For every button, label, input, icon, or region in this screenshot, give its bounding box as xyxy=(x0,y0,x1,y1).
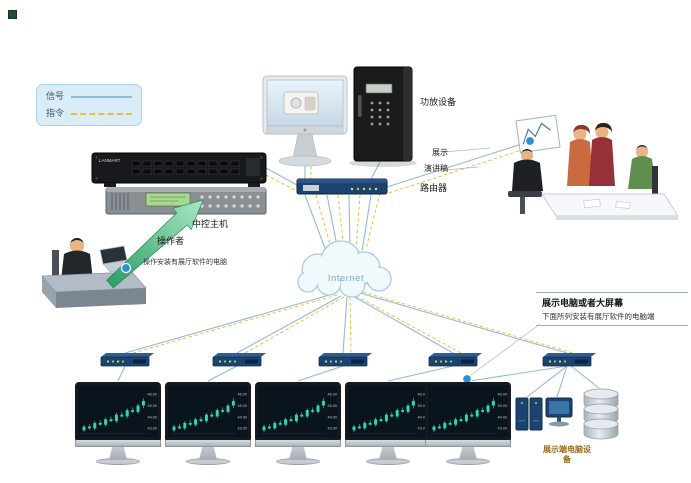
legend-command-label: 指令 xyxy=(46,108,65,118)
svg-text:43.00: 43.00 xyxy=(148,426,157,431)
display-label: 展示 xyxy=(432,148,448,157)
central-host-label: 中控主机 xyxy=(192,219,229,229)
monitor-screen: 46.00 45.00 44.00 43.00 xyxy=(75,382,161,440)
command-arrow xyxy=(106,199,204,289)
annotation-note: 下面所列安装有展厅软件的电脑端 xyxy=(542,312,655,321)
svg-text:44.00: 44.00 xyxy=(498,414,507,419)
svg-text:45.00: 45.00 xyxy=(418,403,427,408)
network-switch-1 xyxy=(100,352,155,367)
central-control-rack: LANMART xyxy=(91,152,267,215)
candlestick-chart: 46.00 45.00 44.00 43.00 xyxy=(431,391,507,435)
amplifier-label: 功放设备 xyxy=(420,97,457,107)
svg-text:44.00: 44.00 xyxy=(328,414,337,419)
monitor-chin xyxy=(345,440,431,447)
legend-signal-row: 信号 xyxy=(46,92,132,101)
monitor-chin xyxy=(425,440,511,447)
router-label: 路由器 xyxy=(420,183,448,193)
terminal-devices-label: 展示端电脑设备 xyxy=(543,445,591,465)
database-stack xyxy=(583,388,619,440)
network-switch-4 xyxy=(428,352,483,367)
connection-dot-operator xyxy=(120,262,132,274)
display-monitor-4: 46.00 45.00 44.00 43.00 xyxy=(345,382,431,480)
svg-text:44.00: 44.00 xyxy=(148,414,157,419)
svg-text:43.00: 43.00 xyxy=(418,426,427,431)
svg-text:46.00: 46.00 xyxy=(498,391,507,396)
presentation-computer xyxy=(262,75,348,167)
display-monitor-5: 46.00 45.00 44.00 43.00 xyxy=(425,382,511,480)
speech-label: 演讲稿 xyxy=(424,164,448,173)
svg-text:43.00: 43.00 xyxy=(328,426,337,431)
svg-text:44.00: 44.00 xyxy=(418,414,427,419)
svg-text:43.00: 43.00 xyxy=(238,426,247,431)
operator-note: 操作安装有展厅软件的电脑 xyxy=(143,259,227,266)
legend: 信号 指令 xyxy=(36,84,142,126)
monitor-stand xyxy=(109,447,127,460)
display-monitor-1: 46.00 45.00 44.00 43.00 xyxy=(75,382,161,480)
network-switch-3 xyxy=(318,352,373,367)
candlestick-chart: 46.00 45.00 44.00 43.00 xyxy=(351,391,427,435)
display-annotation: 展示电脑或者大屏幕 下面所列安装有展厅软件的电脑端 xyxy=(536,292,688,326)
amplifier-device xyxy=(349,66,417,167)
signal-wires xyxy=(117,141,600,398)
candlestick-chart: 46.00 45.00 44.00 43.00 xyxy=(81,391,157,435)
display-monitor-3: 46.00 45.00 44.00 43.00 xyxy=(255,382,341,480)
corner-mark xyxy=(8,10,17,19)
monitor-chin xyxy=(165,440,251,447)
monitor-stand xyxy=(459,447,477,460)
legend-command-row: 指令 xyxy=(46,109,132,118)
terminal-equipment xyxy=(515,388,619,440)
svg-text:44.00: 44.00 xyxy=(238,414,247,419)
operator-label: 操作者 xyxy=(157,236,185,246)
svg-text:46.00: 46.00 xyxy=(328,391,337,396)
monitor-chin xyxy=(255,440,341,447)
svg-text:46.00: 46.00 xyxy=(148,391,157,396)
legend-signal-label: 信号 xyxy=(46,91,65,101)
router-device xyxy=(296,178,388,195)
meeting-chart-line xyxy=(522,122,551,145)
monitor-stand xyxy=(199,447,217,460)
annotation-title: 展示电脑或者大屏幕 xyxy=(542,298,624,308)
svg-text:46.00: 46.00 xyxy=(418,391,427,396)
monitor-screen: 46.00 45.00 44.00 43.00 xyxy=(165,382,251,440)
candlestick-chart: 46.00 45.00 44.00 43.00 xyxy=(171,391,247,435)
connection-dot-meeting xyxy=(524,135,536,147)
monitor-stand xyxy=(289,447,307,460)
monitor-stand xyxy=(379,447,397,460)
svg-text:46.00: 46.00 xyxy=(238,391,247,396)
meeting-scene xyxy=(508,114,679,220)
svg-text:45.00: 45.00 xyxy=(328,403,337,408)
svg-text:45.00: 45.00 xyxy=(498,403,507,408)
switch-row xyxy=(100,352,597,367)
candlestick-chart: 46.00 45.00 44.00 43.00 xyxy=(261,391,337,435)
signal-line-sample xyxy=(71,95,132,98)
svg-text:45.00: 45.00 xyxy=(148,403,157,408)
svg-text:43.00: 43.00 xyxy=(498,426,507,431)
internet-cloud: Internet xyxy=(297,240,392,298)
svg-text:45.00: 45.00 xyxy=(238,403,247,408)
internet-label: Internet xyxy=(328,273,364,284)
monitor-screen: 46.00 45.00 44.00 43.00 xyxy=(345,382,431,440)
network-switch-5 xyxy=(542,352,597,367)
command-line-sample xyxy=(71,112,132,115)
monitor-screen: 46.00 45.00 44.00 43.00 xyxy=(425,382,511,440)
monitor-screen: 46.00 45.00 44.00 43.00 xyxy=(255,382,341,440)
network-switch-2 xyxy=(212,352,267,367)
display-monitor-2: 46.00 45.00 44.00 43.00 xyxy=(165,382,251,480)
monitor-chin xyxy=(75,440,161,447)
rack-brand-text: LANMART xyxy=(99,158,121,163)
